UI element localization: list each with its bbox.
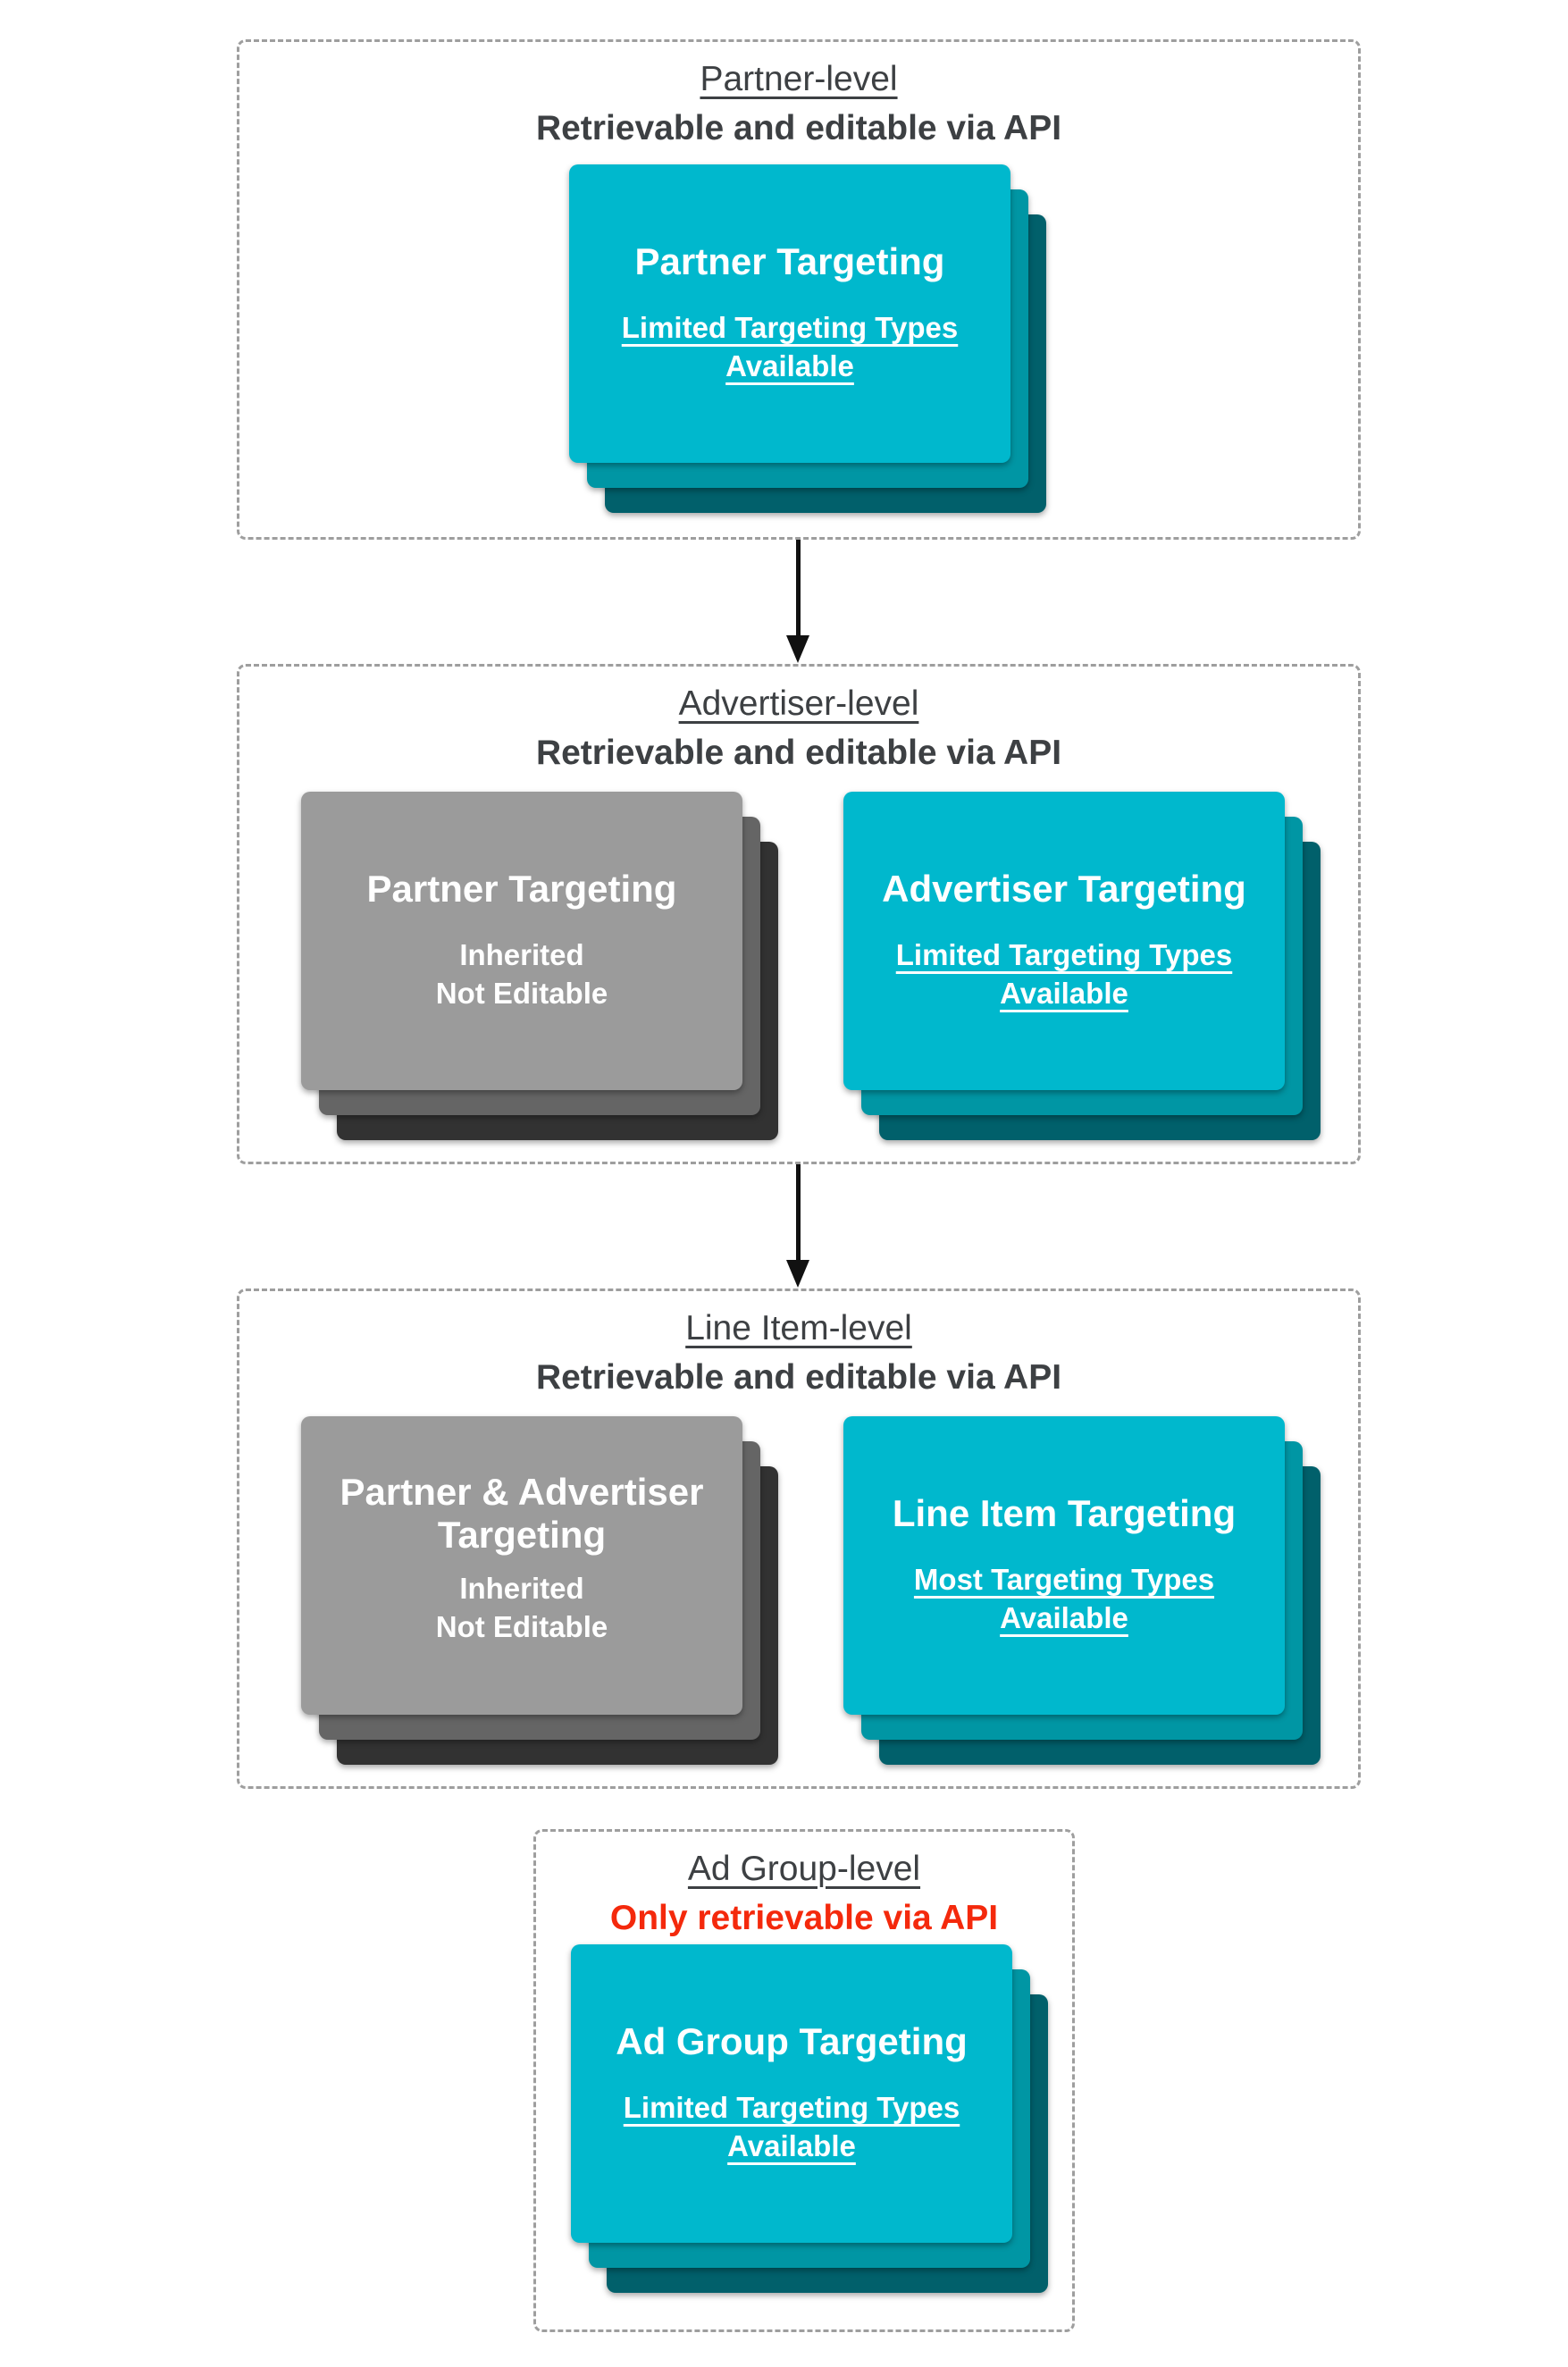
section-heading: Advertiser-level xyxy=(678,684,919,723)
card-body-line: Available xyxy=(1000,977,1128,1010)
card-title: Line Item Targeting xyxy=(843,1492,1285,1535)
section-subheading: Only retrievable via API xyxy=(609,1899,999,1937)
section-advertiser-level: Advertiser-level Retrievable and editabl… xyxy=(237,664,1361,1164)
card-body-line: Inherited xyxy=(459,938,584,971)
section-subheading: Retrievable and editable via API xyxy=(535,109,1062,147)
card-body-line: Limited Targeting Types xyxy=(895,938,1233,971)
card-title: Partner Targeting xyxy=(301,868,742,911)
card-stack-partner-advertiser-targeting: Partner & Advertiser Targeting Inherited… xyxy=(301,1416,778,1765)
arrow-shaft xyxy=(795,1164,801,1260)
section-subheading: Retrievable and editable via API xyxy=(535,734,1062,772)
section-ad-group-level: Ad Group-level Only retrievable via API … xyxy=(533,1829,1075,2332)
card-body: Most Targeting Types Available xyxy=(843,1560,1285,1637)
card-title: Ad Group Targeting xyxy=(571,2020,1012,2063)
card-body: Limited Targeting Types Available xyxy=(569,308,1010,385)
card-ad-group-targeting: Ad Group Targeting Limited Targeting Typ… xyxy=(571,1944,1012,2243)
card-advertiser-targeting: Advertiser Targeting Limited Targeting T… xyxy=(843,792,1285,1090)
card-stack-ad-group-targeting: Ad Group Targeting Limited Targeting Typ… xyxy=(571,1944,1048,2293)
card-title-line: Partner & Advertiser xyxy=(340,1471,704,1513)
card-stack-partner-targeting-inherited: Partner Targeting Inherited Not Editable xyxy=(301,792,778,1140)
card-body-line: Most Targeting Types xyxy=(913,1563,1215,1596)
card-body-line: Limited Targeting Types xyxy=(621,311,959,344)
card-body: Inherited Not Editable xyxy=(301,936,742,1012)
section-heading: Line Item-level xyxy=(685,1309,912,1347)
card-title-line: Partner Targeting xyxy=(366,868,677,910)
arrow-down-advertiser-to-lineitem xyxy=(786,1164,809,1288)
card-line-item-targeting: Line Item Targeting Most Targeting Types… xyxy=(843,1416,1285,1715)
card-body: Inherited Not Editable xyxy=(301,1569,742,1646)
card-title: Advertiser Targeting xyxy=(843,868,1285,911)
card-partner-targeting-inherited: Partner Targeting Inherited Not Editable xyxy=(301,792,742,1090)
card-title-line: Line Item Targeting xyxy=(892,1492,1237,1534)
card-title: Partner Targeting xyxy=(569,240,1010,283)
card-title: Partner & Advertiser Targeting xyxy=(301,1471,742,1557)
card-stack-advertiser-targeting: Advertiser Targeting Limited Targeting T… xyxy=(843,792,1321,1140)
card-body: Limited Targeting Types Available xyxy=(571,2088,1012,2165)
card-body-line: Limited Targeting Types xyxy=(623,2091,960,2124)
card-body-line: Available xyxy=(727,2129,856,2162)
card-title-line: Ad Group Targeting xyxy=(616,2020,968,2062)
section-partner-level: Partner-level Retrievable and editable v… xyxy=(237,39,1361,540)
card-stack-line-item-targeting: Line Item Targeting Most Targeting Types… xyxy=(843,1416,1321,1765)
card-body-line: Available xyxy=(1000,1601,1128,1634)
card-stack-partner-targeting: Partner Targeting Limited Targeting Type… xyxy=(569,164,1046,513)
card-body-line: Not Editable xyxy=(435,977,608,1010)
card-title-line: Advertiser Targeting xyxy=(882,868,1246,910)
card-title-line: Targeting xyxy=(437,1514,607,1556)
card-body-line: Not Editable xyxy=(435,1610,608,1643)
arrow-down-partner-to-advertiser xyxy=(786,540,809,663)
card-partner-targeting: Partner Targeting Limited Targeting Type… xyxy=(569,164,1010,463)
section-heading: Partner-level xyxy=(700,60,898,98)
arrow-head-icon xyxy=(786,635,809,663)
arrow-shaft xyxy=(795,540,801,635)
arrow-head-icon xyxy=(786,1260,809,1288)
section-heading: Ad Group-level xyxy=(687,1850,921,1888)
section-subheading: Retrievable and editable via API xyxy=(535,1358,1062,1397)
card-body-line: Inherited xyxy=(459,1572,584,1605)
card-partner-advertiser-targeting: Partner & Advertiser Targeting Inherited… xyxy=(301,1416,742,1715)
card-title-line: Partner Targeting xyxy=(634,240,945,282)
card-body: Limited Targeting Types Available xyxy=(843,936,1285,1012)
section-line-item-level: Line Item-level Retrievable and editable… xyxy=(237,1288,1361,1789)
card-body-line: Available xyxy=(725,349,854,382)
